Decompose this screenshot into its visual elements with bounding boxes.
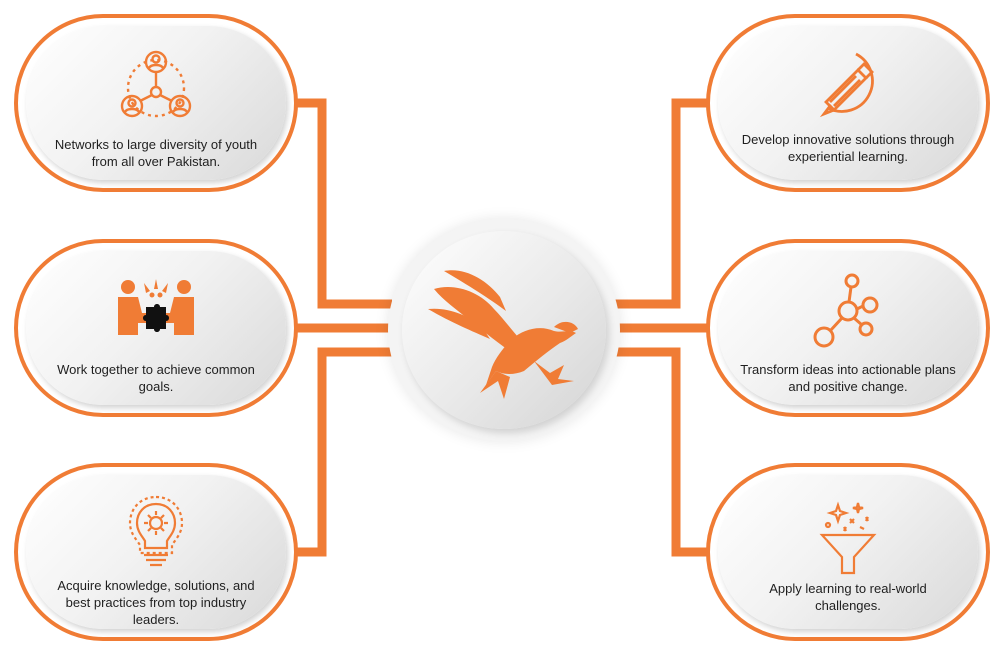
lightbulb-gear-icon <box>128 495 184 567</box>
connector-right-bottom <box>614 347 710 557</box>
connector-left-bottom <box>296 347 392 557</box>
network-people-icon <box>120 50 192 118</box>
center-circle-inner <box>402 231 606 429</box>
eagle-icon <box>428 270 578 399</box>
left-item-3-text: Acquire knowledge, solutions, and best p… <box>57 578 255 627</box>
pencil-circle-icon <box>819 52 874 118</box>
center-circle <box>388 219 620 441</box>
left-item-1-text: Networks to large diversity of youth fro… <box>54 137 258 169</box>
funnel-sparkle-icon <box>819 501 877 575</box>
connector-right-top <box>614 98 710 309</box>
left-item-2: Work together to achieve common goals. <box>14 239 298 417</box>
teamwork-puzzle-icon <box>118 279 194 335</box>
left-item-1: Networks to large diversity of youth fro… <box>14 14 298 192</box>
right-item-2-text: Transform ideas into actionable plans an… <box>740 362 956 394</box>
left-item-3: Acquire knowledge, solutions, and best p… <box>14 463 298 641</box>
right-item-1-text: Develop innovative solutions through exp… <box>741 132 955 164</box>
node-graph-icon <box>813 273 879 348</box>
left-item-2-text: Work together to achieve common goals. <box>57 362 255 394</box>
right-item-3: Apply learning to real-world challenges. <box>706 463 990 641</box>
right-item-3-text: Apply learning to real-world challenges. <box>769 581 927 613</box>
right-item-1: Develop innovative solutions through exp… <box>706 14 990 192</box>
right-item-2: Transform ideas into actionable plans an… <box>706 239 990 417</box>
connector-left-top <box>296 98 392 309</box>
